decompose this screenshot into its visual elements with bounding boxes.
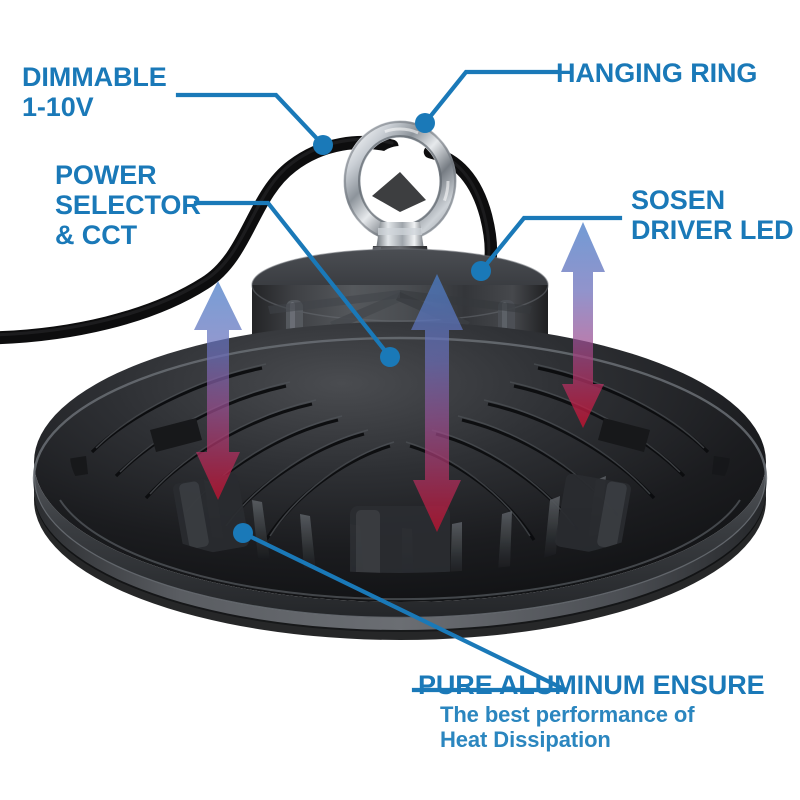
leader-line-hanging: [422, 69, 559, 126]
sosen-title-line-2: DRIVER LED: [631, 215, 794, 246]
pure-subtitle: The best performance of Heat Dissipation: [418, 703, 765, 752]
callout-hanging-ring: HANGING RING: [556, 58, 757, 88]
hanging-ring: [343, 120, 457, 250]
dimmable-title-line-2: 1-10V: [22, 92, 94, 123]
leader-dot-pure: [233, 523, 253, 543]
leader-dot-dimmable: [313, 135, 333, 155]
callout-power-selector: POWER SELECTOR & CCT: [55, 160, 201, 251]
heat-dissipation-arrows: [194, 222, 605, 532]
hanging-title-line-1: HANGING RING: [556, 58, 758, 88]
heat-sink-fins: [32, 322, 768, 640]
callout-pure-aluminum: PURE ALUMINUM ENSURE The best performanc…: [418, 670, 765, 752]
power-title-line-3: & CCT: [55, 220, 137, 251]
leader-dot-hanging: [415, 113, 435, 133]
leader-dot-sosen: [471, 261, 491, 281]
leader-line-pure: [240, 530, 569, 693]
leader-dots: [233, 113, 491, 543]
dimmable-title-line-1: DIMMABLE: [22, 62, 167, 92]
leader-line-dimmable: [175, 92, 326, 148]
leader-lines: [175, 69, 623, 693]
callout-sosen-driver: SOSEN DRIVER LED: [631, 185, 794, 245]
power-title-line-1: POWER: [55, 160, 157, 190]
power-title-line-2: SELECTOR: [55, 190, 201, 221]
pure-subtitle-line-1: The best performance of: [440, 702, 695, 728]
leader-line-sosen: [478, 215, 623, 274]
heat-arrow-center: [411, 274, 463, 532]
pure-title-line-1: PURE ALUMINUM ENSURE: [418, 670, 765, 700]
sosen-title-line-1: SOSEN: [631, 185, 726, 215]
heat-arrow-left: [194, 281, 242, 500]
pure-subtitle-line-2: Heat Dissipation: [440, 726, 611, 752]
heat-arrow-right: [561, 222, 605, 428]
callout-dimmable: DIMMABLE 1-10V: [22, 62, 167, 122]
leader-dot-power: [380, 347, 400, 367]
leader-line-power: [193, 200, 393, 360]
